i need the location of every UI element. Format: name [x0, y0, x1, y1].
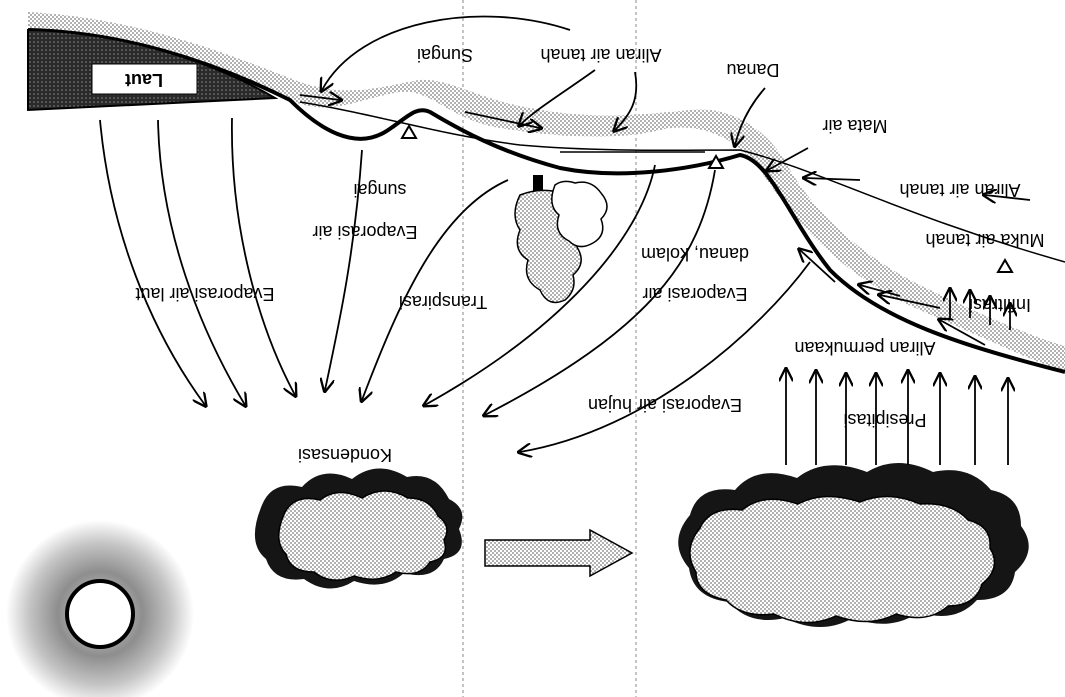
- label-evaporasi-danau-1: Evaporasi air: [642, 284, 747, 304]
- label-evaporasi-laut: Evaporasi air laut: [135, 284, 274, 304]
- wind-arrow: [485, 530, 632, 576]
- tree-icon: [515, 175, 607, 302]
- label-aliran-permukaan: Aliran permukaan: [794, 338, 935, 358]
- label-infiltrasi: Infiltrasi: [969, 295, 1031, 315]
- label-transpirasi: Transpirasi: [399, 292, 487, 312]
- label-kondensasi: Kondensasi: [298, 445, 392, 465]
- label-aliran-air-tanah-top: Aliran air tanah: [540, 45, 661, 65]
- label-laut: Laut: [125, 70, 163, 90]
- cloud-small: [255, 468, 462, 588]
- label-muka-air-tanah: Muka air tanah: [925, 230, 1044, 250]
- label-danau: Danau: [726, 60, 779, 80]
- label-evaporasi-hujan: Evaporasi air hujan: [588, 395, 742, 415]
- label-evaporasi-danau-2: danau, kolam: [641, 244, 749, 264]
- cloud-large: [678, 463, 1028, 627]
- sun-icon: [6, 520, 194, 697]
- label-aliran-air-tanah-right: Aliran air tanah: [899, 180, 1020, 200]
- labels: Laut Sungai Aliran air tanah Danau Mata …: [125, 45, 1045, 465]
- label-presipitasi: Presipitasi: [843, 410, 926, 430]
- label-evaporasi-sungai-1: Evaporasi air: [312, 222, 417, 242]
- label-sungai: Sungai: [417, 45, 473, 65]
- label-mata-air: Mata air: [822, 116, 887, 136]
- label-evaporasi-sungai-2: sungai: [353, 180, 406, 200]
